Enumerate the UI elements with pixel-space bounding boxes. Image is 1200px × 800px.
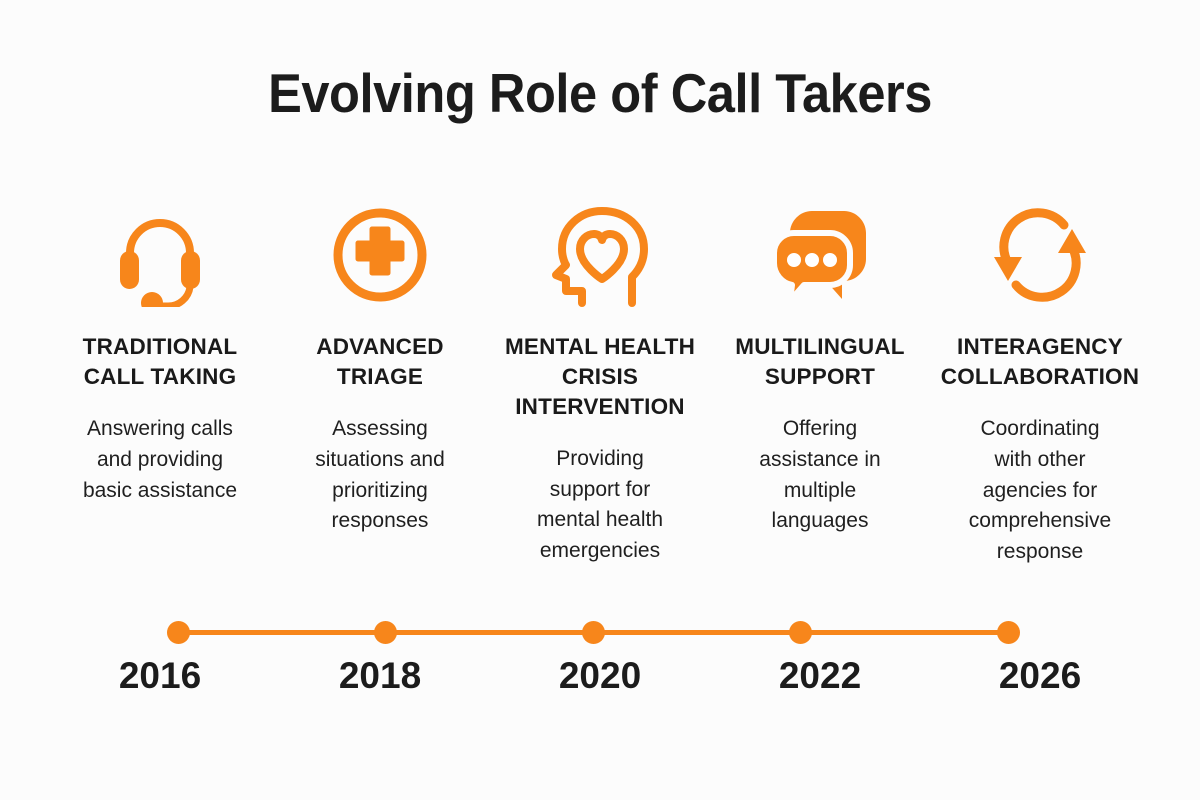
stage-heading: TRADITIONAL CALL TAKING xyxy=(82,334,238,389)
timeline-year: 2026 xyxy=(998,655,1082,696)
stage-column-interagency-collaboration: INTERAGENCY COLLABORATION Coordinating w… xyxy=(940,190,1140,568)
chat-bubbles-icon xyxy=(768,190,872,320)
stage-description: Coordinating with other agencies for com… xyxy=(968,416,1112,564)
page-title: Evolving Role of Call Takers xyxy=(268,62,932,124)
timeline-dot-2018[interactable] xyxy=(374,621,397,644)
timeline-year: 2020 xyxy=(558,655,642,696)
stage-heading: MENTAL HEALTH CRISIS INTERVENTION xyxy=(504,334,696,419)
timeline-dot-2020[interactable] xyxy=(581,621,605,644)
stage-column-mental-health-crisis-intervention: MENTAL HEALTH CRISIS INTERVENTION Provid… xyxy=(500,190,700,567)
stage-columns: TRADITIONAL CALL TAKING Answering calls … xyxy=(60,190,1140,568)
stage-column-advanced-triage: ADVANCED TRIAGE Assessing situations and… xyxy=(280,190,480,537)
timeline-dot-2016[interactable] xyxy=(166,621,190,644)
headset-icon xyxy=(108,190,212,320)
timeline-track xyxy=(0,612,1200,652)
timeline-year: 2016 xyxy=(118,655,202,696)
medical-cross-circle-icon xyxy=(328,190,432,320)
sync-arrows-icon xyxy=(988,190,1092,320)
stage-heading: INTERAGENCY COLLABORATION xyxy=(940,334,1140,389)
timeline-year-labels: 2016 2018 2020 2022 2026 xyxy=(60,655,1140,697)
stage-description: Offering assistance in multiple language… xyxy=(759,416,881,533)
stage-column-traditional-call-taking: TRADITIONAL CALL TAKING Answering calls … xyxy=(60,190,260,506)
timeline-year: 2022 xyxy=(778,655,862,696)
timeline-dot-2026[interactable] xyxy=(996,621,1020,644)
stage-heading: MULTILINGUAL SUPPORT xyxy=(735,334,905,389)
timeline-year: 2018 xyxy=(338,655,422,696)
stage-column-multilingual-support: MULTILINGUAL SUPPORT Offering assistance… xyxy=(720,190,920,537)
stage-heading: ADVANCED TRIAGE xyxy=(316,334,444,389)
stage-description: Providing support for mental health emer… xyxy=(536,446,664,563)
head-heart-icon xyxy=(548,190,652,320)
stage-description: Assessing situations and prioritizing re… xyxy=(315,416,445,533)
timeline-dot-2022[interactable] xyxy=(789,621,812,644)
stage-description: Answering calls and providing basic assi… xyxy=(82,416,238,502)
